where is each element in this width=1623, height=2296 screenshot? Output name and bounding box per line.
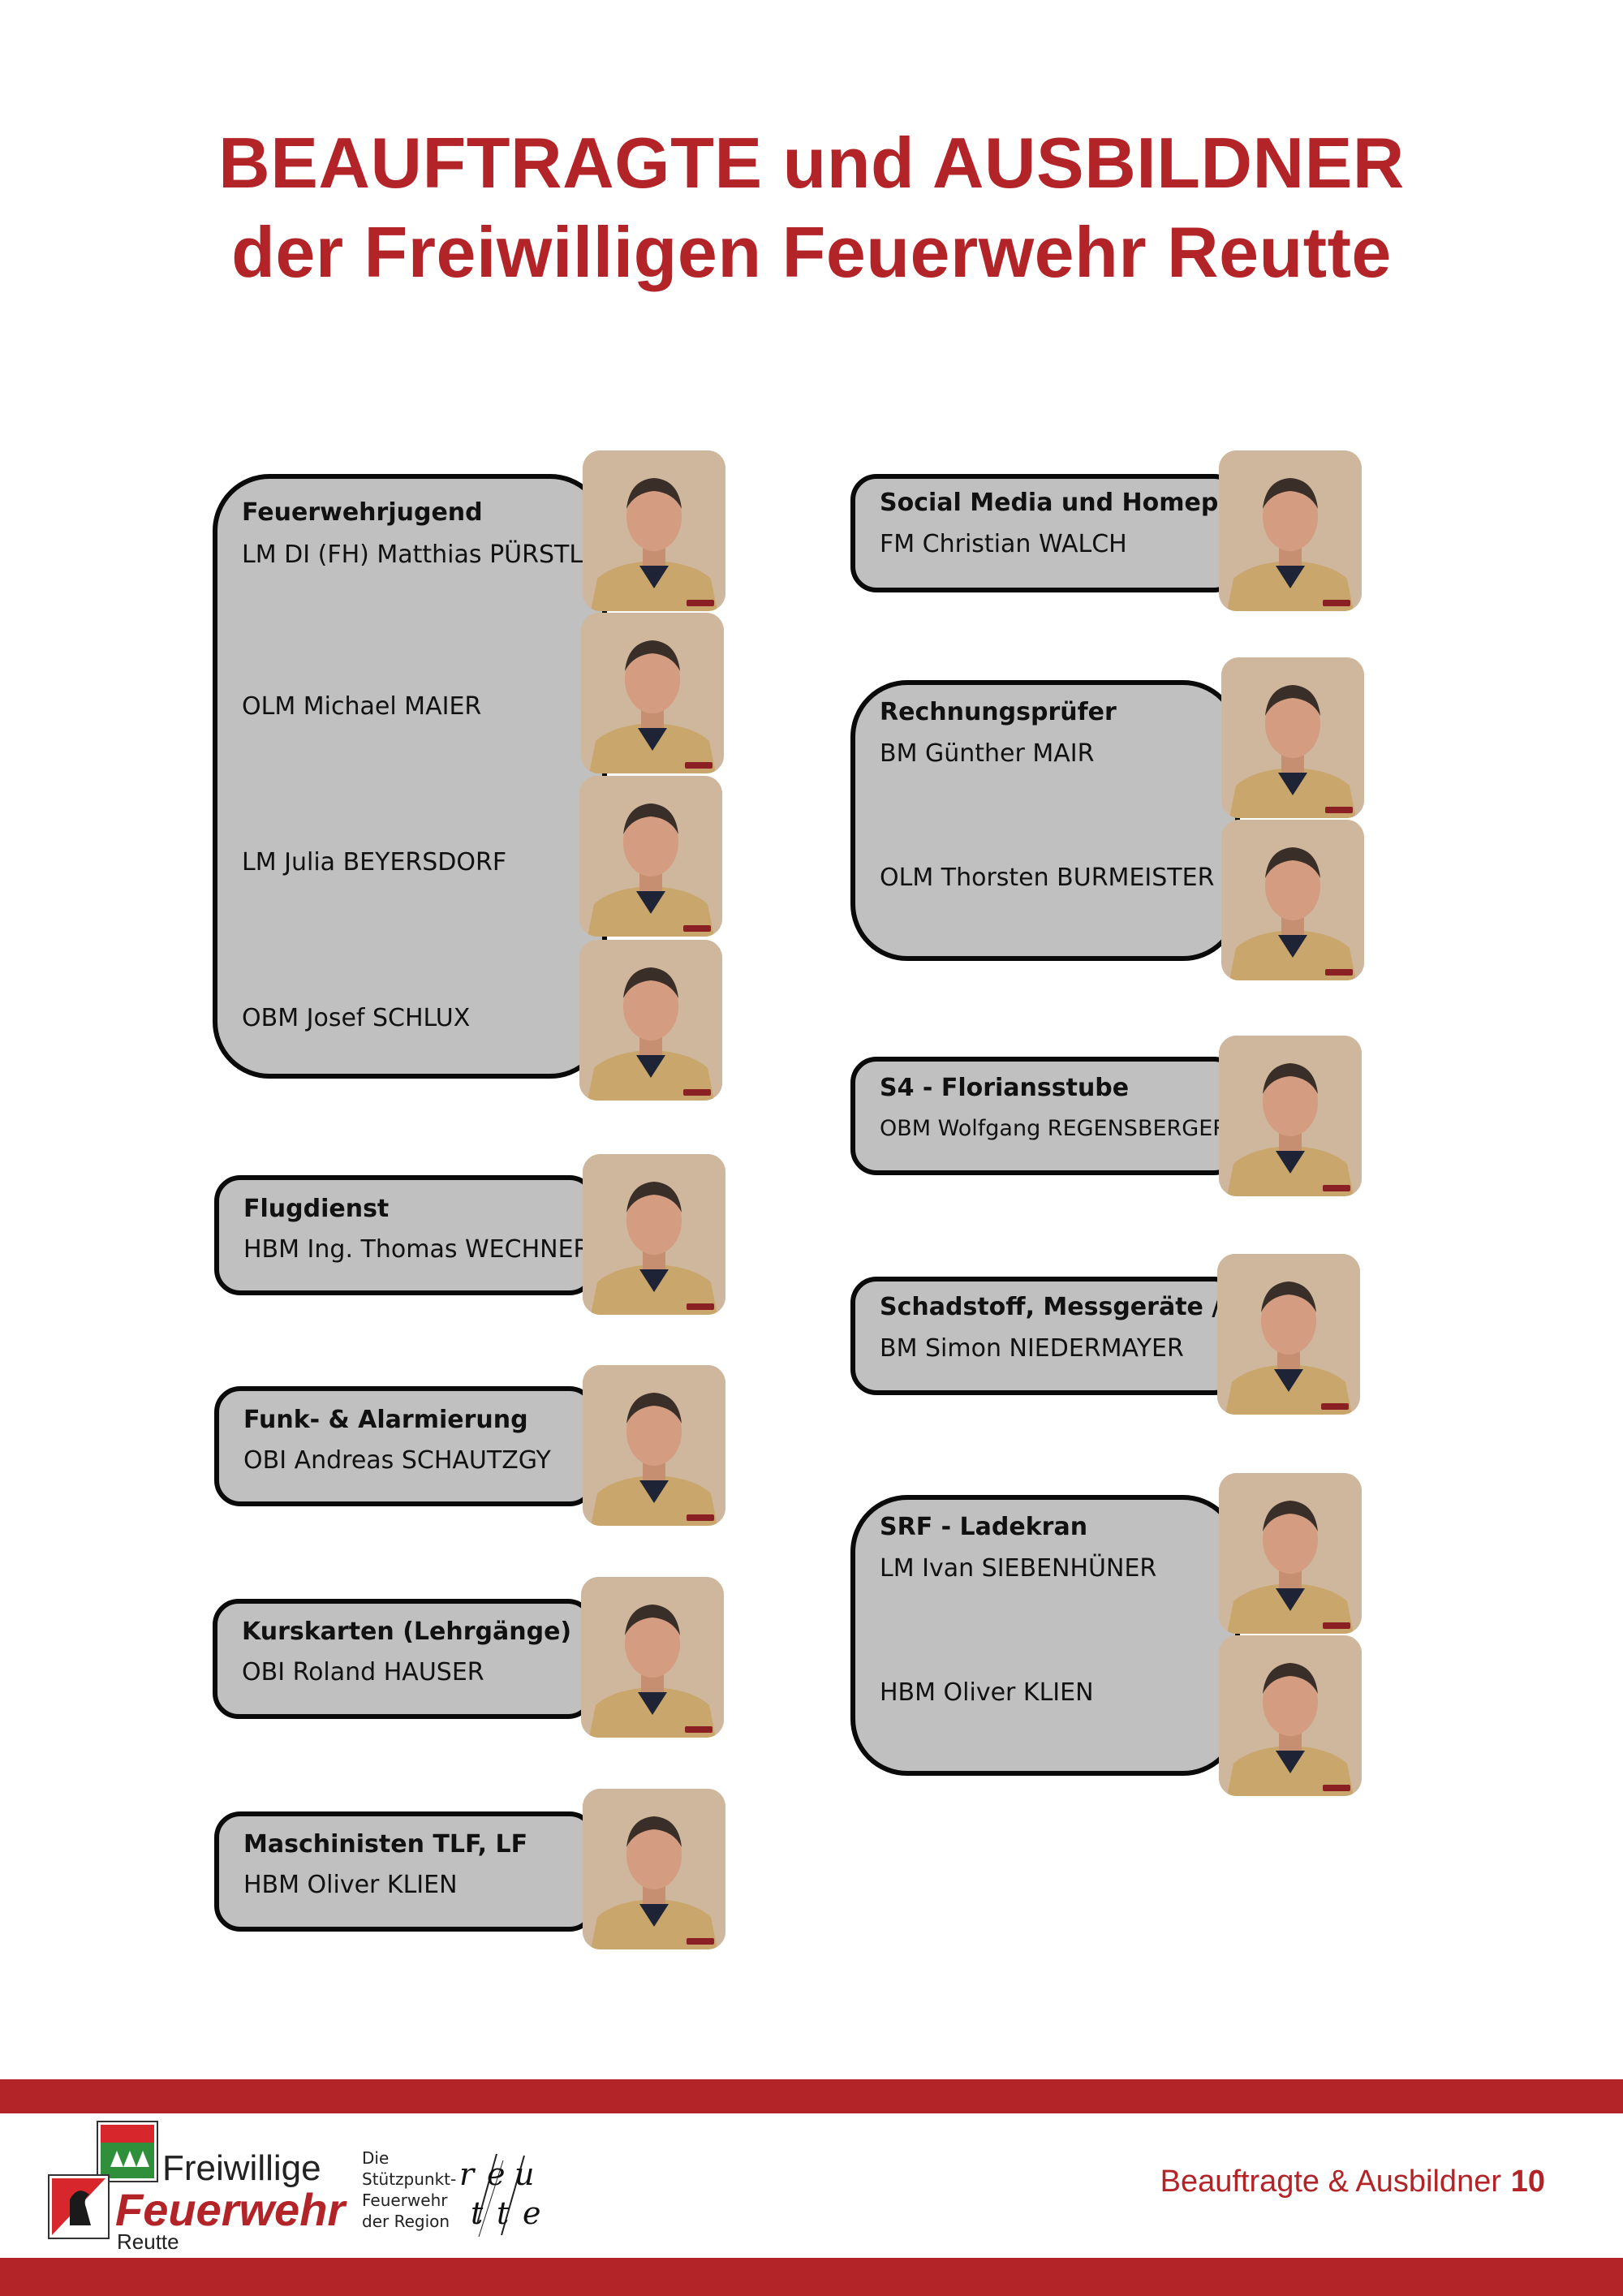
portrait-photo — [1219, 1635, 1362, 1796]
box-rechnungspruefer — [850, 680, 1240, 961]
portrait-photo — [1221, 820, 1364, 980]
heading-flugdienst: Flugdienst — [243, 1195, 390, 1223]
box-funk-alarmierung — [214, 1386, 596, 1506]
heading-srf-ladekran: SRF - Ladekran — [880, 1513, 1088, 1541]
portrait-photo — [583, 1789, 725, 1949]
reutte-mark-letter: u — [514, 2156, 534, 2192]
member-name: LM Julia BEYERSDORF — [242, 848, 507, 877]
reutte-wordmark-logo: r e u t t e — [459, 2153, 541, 2238]
box-s4-floriansstube — [850, 1057, 1240, 1175]
slogan: Die Stützpunkt- Feuerwehr der Region — [362, 2147, 456, 2232]
member-name: OLM Thorsten BURMEISTER — [880, 864, 1215, 892]
reutte-mark-letter: t — [471, 2195, 484, 2231]
member-name: BM Günther MAIR — [880, 739, 1095, 768]
member-name: BM Simon NIEDERMAYER — [880, 1334, 1184, 1363]
member-name: OBI Andreas SCHAUTZGY — [243, 1446, 551, 1475]
reutte-mark-letter: e — [487, 2156, 506, 2192]
member-name: OBI Roland HAUSER — [242, 1658, 484, 1686]
member-name: HBM Oliver KLIEN — [880, 1678, 1094, 1707]
member-name: HBM Oliver KLIEN — [243, 1871, 458, 1899]
portrait-photo — [583, 1154, 725, 1315]
box-feuerwehrjugend — [213, 474, 607, 1079]
portrait-photo — [579, 940, 722, 1101]
footer-top-bar — [0, 2079, 1623, 2113]
portrait-photo — [1219, 1036, 1362, 1196]
fire-brigade-logo — [48, 2121, 158, 2239]
portrait-photo — [583, 1365, 725, 1526]
portrait-photo — [1221, 657, 1364, 818]
slogan-line: Die — [362, 2148, 390, 2168]
footer-section-label: Beauftragte & Ausbildner — [1160, 2165, 1501, 2199]
portrait-photo — [581, 1577, 724, 1738]
portrait-photo — [579, 776, 722, 937]
member-name: OLM Michael MAIER — [242, 692, 482, 721]
portrait-photo — [1219, 450, 1362, 611]
page-number: 10 — [1510, 2165, 1545, 2199]
member-name: HBM Ing. Thomas WECHNER — [243, 1235, 591, 1264]
heading-funk-alarmierung: Funk- & Alarmierung — [243, 1406, 528, 1434]
box-social-media — [850, 474, 1240, 592]
heading-feuerwehrjugend: Feuerwehrjugend — [242, 498, 483, 527]
logo-text-reutte: Reutte — [117, 2229, 179, 2254]
portrait-photo — [1219, 1473, 1362, 1634]
member-name: OBM Wolfgang REGENSBERGER — [880, 1116, 1229, 1141]
box-srf-ladekran — [850, 1495, 1240, 1776]
box-maschinisten — [214, 1811, 596, 1932]
member-name: LM Ivan SIEBENHÜNER — [880, 1554, 1157, 1583]
page-title-line-1: BEAUFTRAGTE und AUSBILDNER — [218, 123, 1405, 203]
portrait-photo — [581, 613, 724, 773]
member-name: FM Christian WALCH — [880, 530, 1127, 558]
member-name: LM DI (FH) Matthias PÜRSTL — [242, 541, 583, 569]
reutte-mark-letter: e — [523, 2195, 541, 2231]
portrait-photo — [1217, 1254, 1360, 1415]
portrait-photo — [583, 450, 725, 611]
reutte-mark-letter: t — [497, 2195, 510, 2231]
slogan-line: Feuerwehr — [362, 2190, 448, 2210]
box-flugdienst — [214, 1175, 596, 1295]
logo-text-freiwillige: Freiwillige — [162, 2148, 321, 2188]
logo-text-feuerwehr: Feuerwehr — [115, 2184, 346, 2235]
heading-kurskarten: Kurskarten (Lehrgänge) — [242, 1618, 572, 1646]
reutte-mark-letter: r — [459, 2156, 476, 2192]
slogan-line: Stützpunkt- — [362, 2169, 457, 2189]
heading-s4-floriansstube: S4 - Floriansstube — [880, 1074, 1130, 1102]
heading-rechnungspruefer: Rechnungsprüfer — [880, 698, 1117, 726]
slogan-line: der Region — [362, 2212, 450, 2231]
page-title-line-2: der Freiwilligen Feuerwehr Reutte — [231, 212, 1392, 292]
footer-bottom-bar — [0, 2258, 1623, 2296]
heading-maschinisten: Maschinisten TLF, LF — [243, 1830, 528, 1859]
heading-social-media: Social Media und Homepage — [880, 489, 1269, 517]
member-name: OBM Josef SCHLUX — [242, 1004, 471, 1032]
box-schadstoff — [850, 1277, 1240, 1395]
